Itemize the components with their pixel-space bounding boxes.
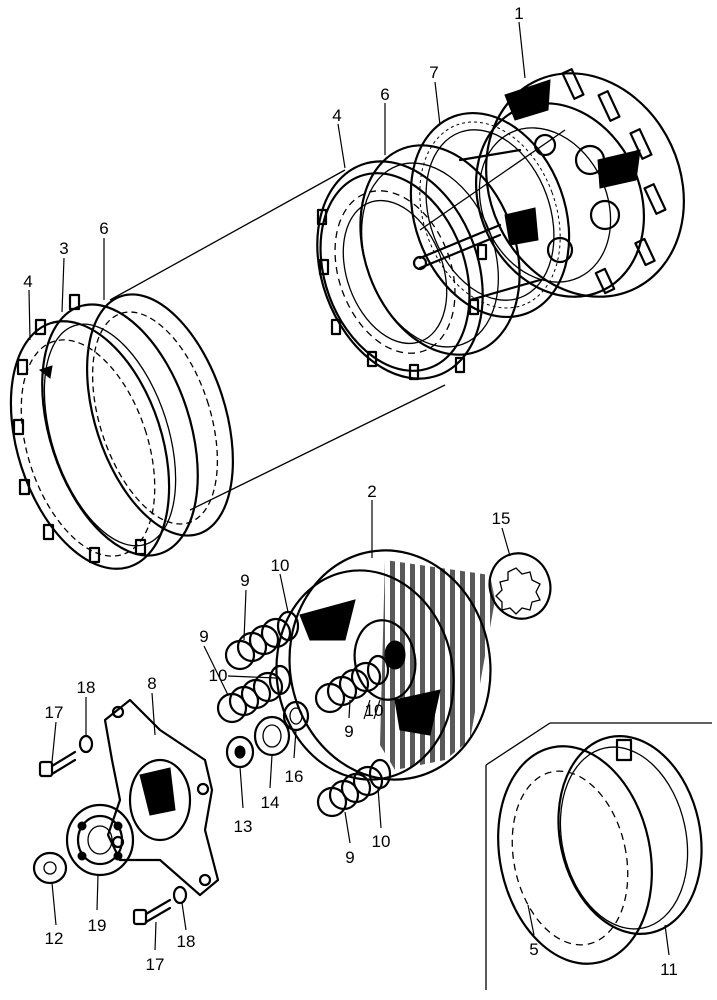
callout-11: 11 (660, 960, 678, 979)
callout-4-left: 4 (23, 272, 32, 291)
lock-nut (225, 735, 255, 769)
callout-18-top: 18 (77, 678, 96, 697)
callout-12: 12 (45, 929, 64, 948)
callout-13: 13 (234, 817, 253, 836)
ball-bearing (65, 803, 135, 877)
lock-washer (488, 552, 552, 620)
callout-16: 16 (285, 767, 304, 786)
callout-1: 1 (514, 4, 523, 23)
friction-disc-top (316, 160, 488, 381)
clutch-center-hub (275, 549, 495, 781)
clutch-plate-top (359, 144, 521, 356)
alignment-lines (109, 129, 566, 511)
callout-9-upper: 9 (240, 571, 249, 590)
left-disc-stack (9, 293, 234, 570)
callout-14: 14 (261, 793, 280, 812)
clutch-spring-lower (316, 758, 392, 818)
callout-9-middle: 9 (199, 627, 208, 646)
callout-4-top: 4 (332, 106, 341, 125)
callout-19: 19 (88, 916, 107, 935)
callout-10-lower: 10 (372, 832, 391, 851)
callout-6-left: 6 (99, 219, 108, 238)
toothed-washer (253, 715, 291, 757)
callout-9-lower: 9 (345, 848, 354, 867)
callout-2: 2 (367, 482, 376, 501)
washer-lower (172, 885, 188, 905)
callout-15: 15 (492, 509, 511, 528)
callout-6-top: 6 (380, 85, 389, 104)
clutch-spring-center (314, 654, 390, 714)
lifter-plate (103, 698, 220, 897)
callout-17-top: 17 (45, 703, 64, 722)
callout-8: 8 (147, 674, 156, 693)
callout-17-bottom: 17 (146, 955, 165, 974)
callout-10-center: 10 (365, 701, 384, 720)
clutch-outer-housing (474, 68, 685, 298)
pressure-plate (409, 111, 571, 319)
callout-5: 5 (529, 940, 538, 959)
judder-spring-ring (557, 735, 703, 935)
callout-9-center: 9 (344, 722, 353, 741)
callout-18-bottom: 18 (177, 932, 196, 951)
callout-7: 7 (429, 63, 438, 82)
callout-labels: 1 7 6 4 6 3 4 2 15 10 9 9 10 10 9 16 14 … (23, 4, 678, 979)
judder-spring-seat (497, 745, 653, 965)
callout-3: 3 (59, 239, 68, 258)
thrust-washer (32, 851, 68, 885)
washer-upper (78, 734, 94, 754)
callout-10-middle: 10 (209, 666, 228, 685)
clutch-spring-middle-left (216, 664, 292, 724)
leader-lines (28, 21, 670, 956)
callout-10-upper: 10 (271, 556, 290, 575)
inset-box (485, 722, 712, 990)
bolt-upper (38, 750, 77, 778)
bolt-lower (132, 898, 172, 926)
